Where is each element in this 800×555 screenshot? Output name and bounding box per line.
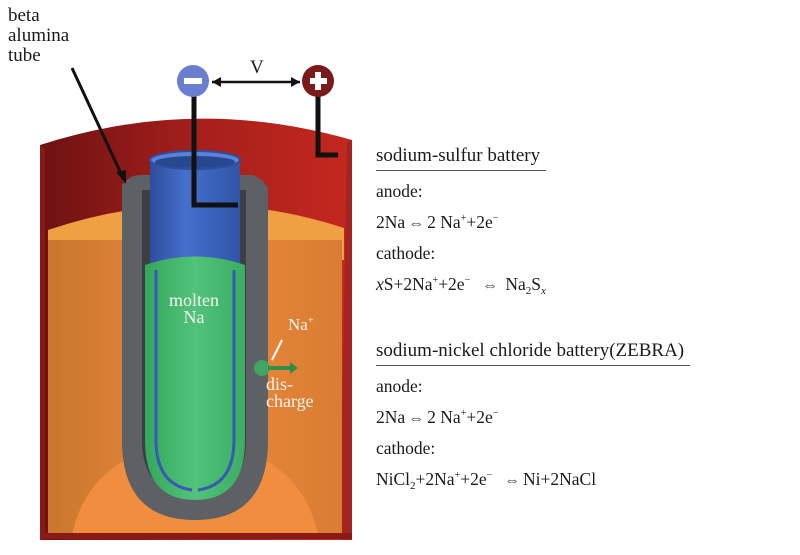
na-ion [254, 360, 270, 376]
eq-term: 2Na [376, 212, 406, 232]
eq-sup: − [492, 408, 499, 419]
equilibrium-arrow-icon: ⇔ [504, 472, 520, 489]
sodium-nickel-chloride-reactions: sodium-nickel chloride battery(ZEBRA) an… [376, 340, 691, 492]
cathode-label: cathode: [376, 438, 436, 458]
eq-sup: − [486, 470, 493, 481]
beta-alumina-tube-label: beta alumina tube [8, 6, 69, 66]
voltage-label: V [250, 57, 264, 78]
eq-term: +2e [438, 274, 465, 294]
eq-term: Ni+2NaCl [523, 469, 597, 489]
eq-term: +2e [460, 469, 487, 489]
discharge-arrow [268, 362, 298, 374]
label-line: molten [169, 290, 219, 310]
label-text: Na [288, 315, 308, 334]
outer-case-bottom [40, 533, 352, 539]
eq-sup: − [492, 213, 499, 224]
negative-lead [191, 95, 238, 208]
equilibrium-arrow-icon: ⇔ [481, 277, 498, 294]
molten-na-label: molten Na [154, 290, 234, 327]
cathode-equation: NiCl2+2Na++2e− ⇔Ni+2NaCl [376, 469, 690, 492]
eq-sub: 2 [410, 480, 416, 492]
label-line: Na [183, 307, 205, 327]
eq-sub: x [540, 285, 546, 297]
na-ion-label: Na+ [288, 316, 313, 333]
cathode-label: cathode: [376, 243, 436, 263]
eq-term: S [531, 274, 541, 294]
eq-sup: − [464, 275, 471, 286]
outer-case-rim-right [340, 140, 352, 540]
eq-term: Na [505, 274, 526, 294]
eq-term: NiCl [376, 469, 411, 489]
eq-term: 2 Na [427, 407, 461, 427]
label-line: dis- [266, 374, 293, 394]
charge-sup: + [307, 315, 314, 327]
positive-lead [315, 95, 338, 158]
anode-equation: 2Na⇔2 Na++2e− [376, 212, 546, 233]
anode-label: anode: [376, 181, 423, 201]
anode-equation: 2Na⇔2 Na++2e− [376, 407, 690, 428]
outer-case-rim [40, 145, 45, 540]
cathode-equation: xS+2Na++2e− ⇔ Na2Sx [376, 274, 546, 297]
equilibrium-arrow-icon: ⇔ [408, 410, 425, 427]
label-line: tube [8, 45, 41, 66]
zebra-title: sodium-nickel chloride battery(ZEBRA) [376, 340, 691, 366]
eq-term: +2e [466, 212, 493, 232]
eq-term: S+2Na [383, 274, 433, 294]
anode-label: anode: [376, 376, 423, 396]
label-line: charge [266, 391, 314, 411]
discharge-label: dis- charge [266, 374, 314, 411]
label-line: beta [8, 5, 40, 26]
equilibrium-arrow-icon: ⇔ [408, 215, 425, 232]
eq-sup: + [454, 470, 461, 481]
sodium-sulfur-reactions: sodium-sulfur battery anode: 2Na⇔2 Na++2… [376, 145, 547, 297]
eq-sup: + [460, 213, 467, 224]
label-line: alumina [8, 25, 70, 46]
molten-sodium [145, 256, 245, 500]
eq-term: +2Na [415, 469, 455, 489]
na-ion-pointer [271, 339, 283, 361]
eq-term: 2Na [376, 407, 406, 427]
eq-term: +2e [466, 407, 493, 427]
beta-alumina-pointer [70, 67, 126, 181]
eq-var: x [376, 274, 384, 294]
sodium-sulfur-title: sodium-sulfur battery [376, 145, 547, 171]
eq-sup: + [460, 408, 467, 419]
eq-sup: + [432, 275, 439, 286]
anode-inner-line [154, 270, 193, 492]
eq-sub: 2 [525, 285, 532, 297]
eq-term: 2 Na [427, 212, 461, 232]
